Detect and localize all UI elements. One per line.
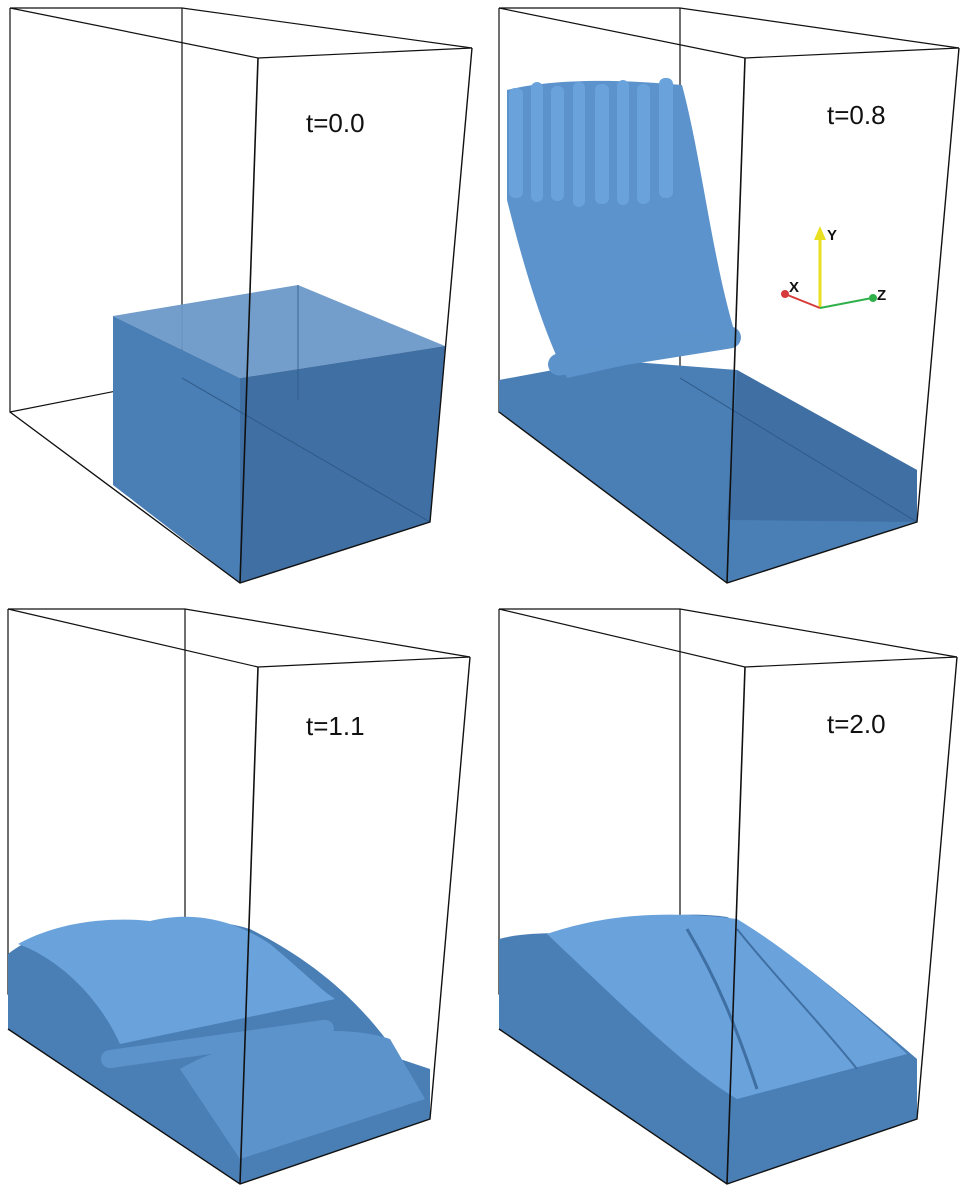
domain-render-t0-8: Y X Z bbox=[498, 7, 960, 584]
time-label: t=0.0 bbox=[306, 108, 365, 138]
time-label: t=0.8 bbox=[827, 100, 886, 130]
time-label: t=2.0 bbox=[827, 709, 886, 739]
time-label: t=1.1 bbox=[306, 711, 365, 741]
panel-t0-8: Y X Z t=0.8 bbox=[487, 0, 973, 599]
axis-x-label: X bbox=[789, 279, 799, 296]
water-fingers bbox=[509, 78, 673, 207]
panel-t2-0: t=2.0 bbox=[487, 599, 973, 1198]
axis-triad: Y X Z bbox=[781, 226, 886, 309]
water-block-side bbox=[240, 346, 445, 583]
axis-z-label: Z bbox=[877, 287, 886, 304]
wave-crest bbox=[18, 916, 335, 1044]
domain-render-t0 bbox=[9, 7, 473, 584]
axis-y-label: Y bbox=[827, 227, 837, 244]
domain-render-t1-1 bbox=[7, 608, 471, 1185]
water-block-top bbox=[113, 285, 445, 378]
domain-render-t2-0 bbox=[498, 608, 958, 1185]
water-block-front bbox=[113, 316, 240, 583]
panel-t0: t=0.0 bbox=[0, 0, 486, 599]
water-roll bbox=[101, 1019, 334, 1069]
water-sheet bbox=[507, 80, 737, 378]
panel-t1-1: t=1.1 bbox=[0, 599, 486, 1198]
water-roll bbox=[548, 326, 741, 376]
